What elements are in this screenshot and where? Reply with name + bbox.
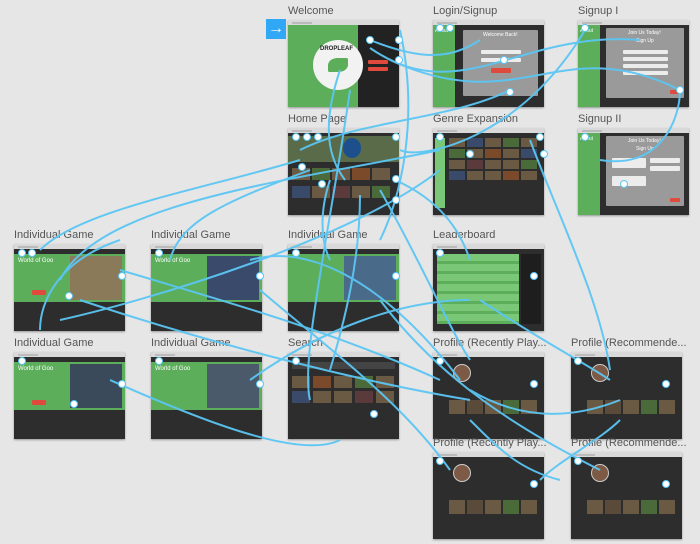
artboard-welcome[interactable]: Welcome DROPLEAF (288, 5, 399, 107)
game-title: World of Goo (18, 258, 54, 264)
artboard-profile-recent-1[interactable]: Profile (Recently Play... (433, 337, 547, 439)
artboard-search[interactable]: Search (288, 337, 399, 439)
start-flow-button[interactable]: → (266, 19, 286, 39)
game-title: World of Goo (18, 366, 54, 372)
hotspot[interactable] (366, 36, 374, 44)
artboard-title: Signup I (578, 5, 619, 17)
hotspot[interactable] (574, 357, 582, 365)
hotspot[interactable] (118, 272, 126, 280)
artboard-title: Search (288, 337, 323, 349)
hotspot[interactable] (536, 133, 544, 141)
artboard-profile-recent-2[interactable]: Profile (Recently Play... (433, 437, 547, 539)
hotspot[interactable] (392, 272, 400, 280)
hotspot[interactable] (392, 175, 400, 183)
artboard-title: Individual Game (288, 229, 368, 241)
hotspot[interactable] (314, 133, 322, 141)
artboard-genre[interactable]: Genre Expansion (433, 113, 544, 215)
artboard-signup-2[interactable]: Signup II About Join Us Today! Sign Up (578, 113, 689, 215)
login-heading: Welcome Back! (483, 32, 518, 38)
hotspot[interactable] (436, 133, 444, 141)
hotspot[interactable] (446, 24, 454, 32)
hotspot[interactable] (392, 133, 400, 141)
hotspot[interactable] (18, 357, 26, 365)
artboard-profile-recommended-1[interactable]: Profile (Recommende... (571, 337, 687, 439)
signup-sub: Sign Up (636, 38, 654, 44)
hotspot[interactable] (303, 133, 311, 141)
hotspot[interactable] (530, 480, 538, 488)
hotspot[interactable] (118, 380, 126, 388)
hotspot[interactable] (436, 457, 444, 465)
hotspot[interactable] (395, 56, 403, 64)
hotspot[interactable] (155, 249, 163, 257)
artboard-title: Profile (Recommende... (571, 437, 687, 449)
artboard-signup-1[interactable]: Signup I About Join Us Today! Sign Up (578, 5, 689, 107)
hotspot[interactable] (292, 357, 300, 365)
hotspot[interactable] (155, 357, 163, 365)
hotspot[interactable] (436, 249, 444, 257)
hotspot[interactable] (530, 380, 538, 388)
artboard-login[interactable]: Login/Signup About Welcome Back! (433, 5, 544, 107)
artboard-title: Leaderboard (433, 229, 496, 241)
hotspot[interactable] (18, 249, 26, 257)
game-title: World of Goo (155, 366, 191, 372)
artboard-home[interactable]: Home Page (288, 113, 399, 215)
hotspot[interactable] (530, 272, 538, 280)
artboard-leaderboard[interactable]: Leaderboard (433, 229, 544, 331)
artboard-title: Individual Game (151, 337, 231, 349)
artboard-title: Profile (Recommende... (571, 337, 687, 349)
hotspot[interactable] (298, 163, 306, 171)
artboard-game-4[interactable]: Individual Game World of Goo (14, 337, 125, 439)
artboard-game-2[interactable]: Individual Game World of Goo (151, 229, 262, 331)
artboard-title: Genre Expansion (433, 113, 518, 125)
game-title: World of Goo (155, 258, 191, 264)
artboard-title: Individual Game (14, 229, 94, 241)
artboard-title: Profile (Recently Play... (433, 437, 547, 449)
artboard-game-5[interactable]: Individual Game World of Goo (151, 337, 262, 439)
artboard-title: Welcome (288, 5, 334, 17)
hotspot[interactable] (256, 272, 264, 280)
hotspot[interactable] (65, 292, 73, 300)
hotspot[interactable] (292, 249, 300, 257)
hotspot[interactable] (581, 133, 589, 141)
welcome-logo-text: DROPLEAF (320, 46, 353, 52)
hotspot[interactable] (620, 180, 628, 188)
signup-sub: Sign Up (636, 146, 654, 152)
artboard-title: Individual Game (151, 229, 231, 241)
hotspot[interactable] (506, 88, 514, 96)
artboard-game-1[interactable]: Individual Game World of Goo (14, 229, 125, 331)
hotspot[interactable] (662, 480, 670, 488)
signup-heading: Join Us Today! (628, 30, 661, 36)
hotspot[interactable] (662, 380, 670, 388)
artboard-title: Home Page (288, 113, 347, 125)
hotspot[interactable] (436, 357, 444, 365)
hotspot[interactable] (466, 150, 474, 158)
hotspot[interactable] (581, 24, 589, 32)
hotspot[interactable] (28, 249, 36, 257)
signup-heading: Join Us Today! (628, 138, 661, 144)
hotspot[interactable] (540, 150, 548, 158)
hotspot[interactable] (436, 24, 444, 32)
hotspot[interactable] (318, 180, 326, 188)
artboard-game-3[interactable]: Individual Game (288, 229, 399, 331)
hotspot[interactable] (395, 36, 403, 44)
artboard-title: Profile (Recently Play... (433, 337, 547, 349)
hotspot[interactable] (70, 400, 78, 408)
hotspot[interactable] (574, 457, 582, 465)
hotspot[interactable] (392, 196, 400, 204)
artboard-title: Login/Signup (433, 5, 498, 17)
artboard-title: Individual Game (14, 337, 94, 349)
hotspot[interactable] (676, 86, 684, 94)
hotspot[interactable] (500, 56, 508, 64)
arrow-right-icon: → (268, 20, 284, 37)
artboard-profile-recommended-2[interactable]: Profile (Recommende... (571, 437, 687, 539)
hotspot[interactable] (370, 410, 378, 418)
hotspot[interactable] (292, 133, 300, 141)
artboard-title: Signup II (578, 113, 622, 125)
hotspot[interactable] (256, 380, 264, 388)
